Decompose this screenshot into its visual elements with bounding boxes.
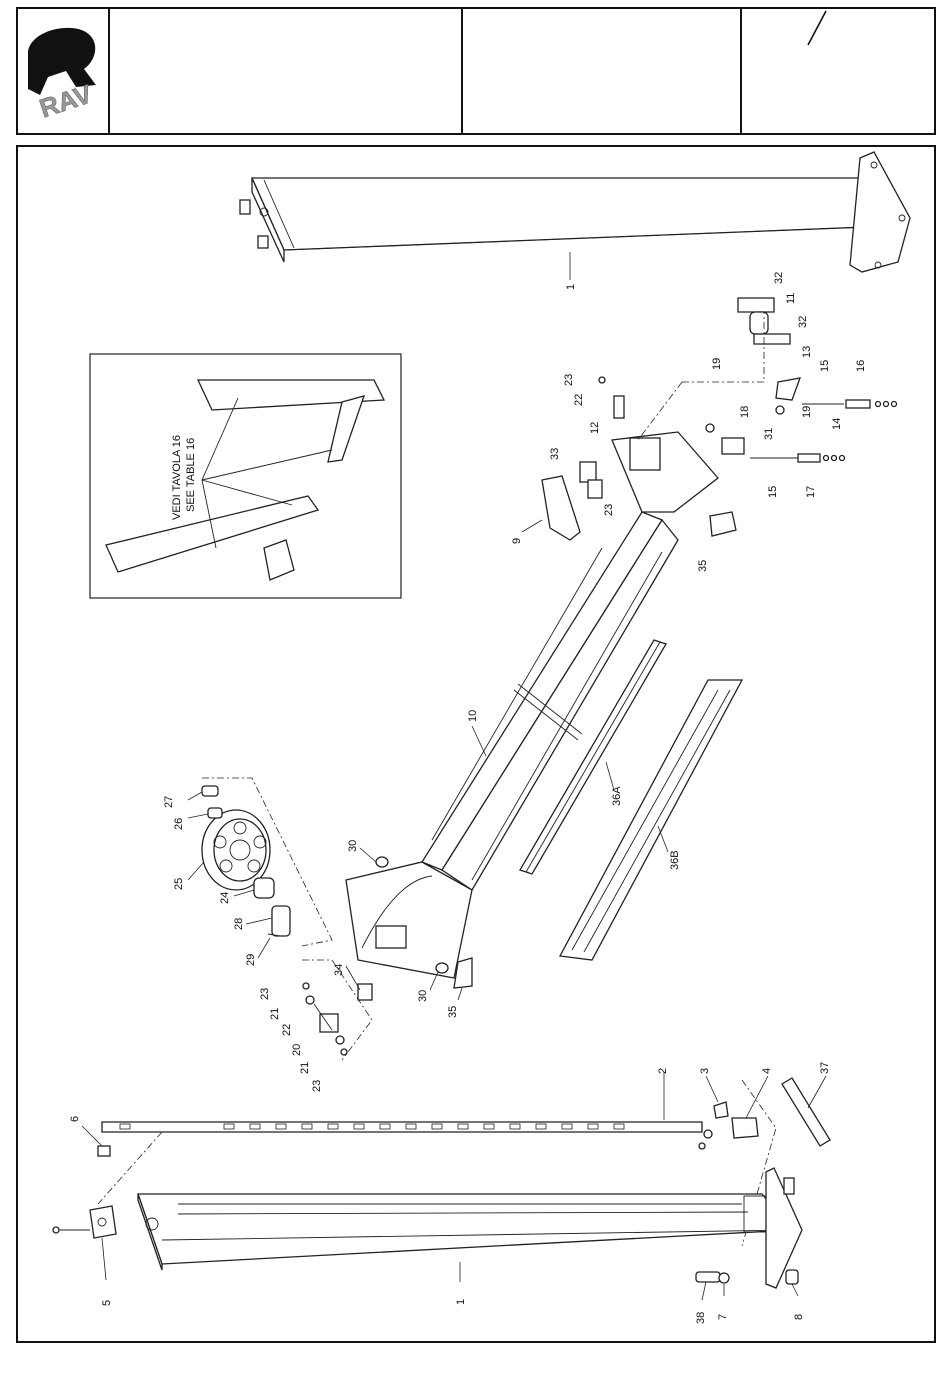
label-37: 37: [819, 1062, 831, 1074]
inset-line-2: SEE TABLE 16: [185, 438, 197, 512]
label-3: 3: [699, 1068, 711, 1074]
label-10: 10: [467, 710, 479, 722]
label-24: 24: [219, 892, 231, 904]
label-20: 20: [291, 1044, 303, 1056]
label-15-lower: 15: [767, 486, 779, 498]
description-cell: [463, 9, 742, 133]
revision-cell: [742, 9, 934, 133]
label-5: 5: [101, 1300, 113, 1306]
label-25: 25: [173, 878, 185, 890]
label-21-upper: 21: [269, 1008, 281, 1020]
label-12: 12: [589, 422, 601, 434]
label-31: 31: [763, 428, 775, 440]
reference-inset: VEDI TAVOLA 16 SEE TABLE 16: [90, 354, 401, 598]
label-13: 13: [801, 346, 813, 358]
column-bottom: [53, 1168, 802, 1288]
label-30-lower: 30: [417, 990, 429, 1002]
label-36A: 36A: [611, 786, 623, 806]
revision-slash: [808, 11, 826, 45]
label-23-mid: 23: [603, 504, 615, 516]
label-34: 34: [333, 964, 345, 976]
label-8: 8: [793, 1314, 805, 1320]
label-30-upper: 30: [347, 840, 359, 852]
label-2: 2: [657, 1068, 669, 1074]
label-1-top: 1: [565, 284, 577, 290]
label-35-lower: 35: [447, 1006, 459, 1018]
label-14: 14: [831, 418, 843, 430]
title-cell: [110, 9, 463, 133]
label-7: 7: [717, 1314, 729, 1320]
column-top: [240, 152, 910, 280]
label-23-lower-a: 23: [259, 988, 271, 1000]
label-15-upper: 15: [819, 360, 831, 372]
label-35-upper: 35: [697, 560, 709, 572]
label-6: 6: [69, 1116, 81, 1122]
label-32-upper: 32: [773, 272, 785, 284]
label-18: 18: [739, 406, 751, 418]
label-29: 29: [245, 954, 257, 966]
label-36B: 36B: [669, 850, 681, 870]
title-block: RAV: [16, 7, 936, 135]
label-38: 38: [695, 1312, 707, 1324]
label-28: 28: [233, 918, 245, 930]
label-19-lower: 19: [801, 406, 813, 418]
label-22-lower: 22: [281, 1024, 293, 1036]
inset-line-1: VEDI TAVOLA 16: [171, 435, 183, 520]
label-23-upper: 23: [563, 374, 575, 386]
label-23-lower-b: 23: [311, 1080, 323, 1092]
exploded-view-frame: VEDI TAVOLA 16 SEE TABLE 16: [16, 145, 936, 1343]
logo-text: RAV: [36, 78, 96, 123]
label-22-upper: 22: [573, 394, 585, 406]
label-26: 26: [173, 818, 185, 830]
wheel-assembly: [202, 778, 332, 946]
label-1-bottom: 1: [455, 1299, 467, 1305]
label-16: 16: [855, 360, 867, 372]
label-32-lower: 32: [797, 316, 809, 328]
label-17: 17: [805, 486, 817, 498]
carriage-upper-assembly: [542, 298, 897, 540]
label-27: 27: [163, 796, 175, 808]
logo-cell: RAV: [18, 9, 110, 133]
label-11: 11: [785, 293, 797, 304]
label-19-upper: 19: [711, 358, 723, 370]
exploded-view-drawing: VEDI TAVOLA 16 SEE TABLE 16: [18, 147, 934, 1341]
label-4: 4: [761, 1068, 773, 1074]
rav-logo: RAV: [18, 9, 108, 133]
label-9: 9: [511, 538, 523, 544]
label-33: 33: [549, 448, 561, 460]
label-21-lower: 21: [299, 1062, 311, 1074]
